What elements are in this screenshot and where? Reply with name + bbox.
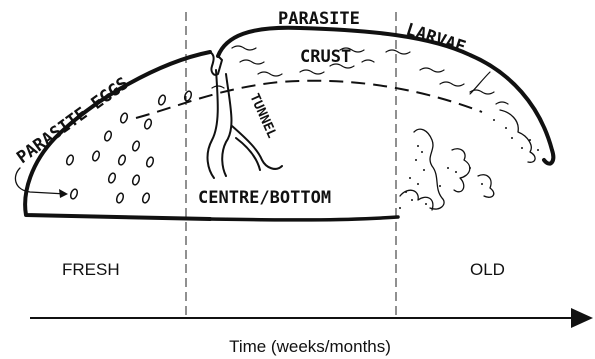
parasite-label: PARASITE	[278, 9, 360, 29]
egg-pointer	[15, 168, 66, 194]
egg-pointer-arrowhead	[59, 189, 68, 198]
aged-pat-outline	[218, 28, 553, 164]
centre-bottom-label: CENTRE/BOTTOM	[198, 188, 331, 208]
crust-label: CRUST	[300, 47, 351, 67]
time-axis-label: Time (weeks/months)	[229, 337, 391, 356]
fresh-label: FRESH	[62, 260, 120, 279]
old-label: OLD	[470, 260, 505, 279]
tunnel-label: TUNNEL	[246, 92, 279, 141]
pat-bottom-edge	[210, 217, 398, 220]
time-axis-arrowhead	[571, 308, 593, 328]
crust-boundary	[136, 81, 482, 118]
decay-fragments	[400, 110, 535, 210]
larvae-label: LARVAE	[403, 20, 468, 58]
parasite-eggs-label: PARASITE EGGS	[13, 74, 132, 168]
